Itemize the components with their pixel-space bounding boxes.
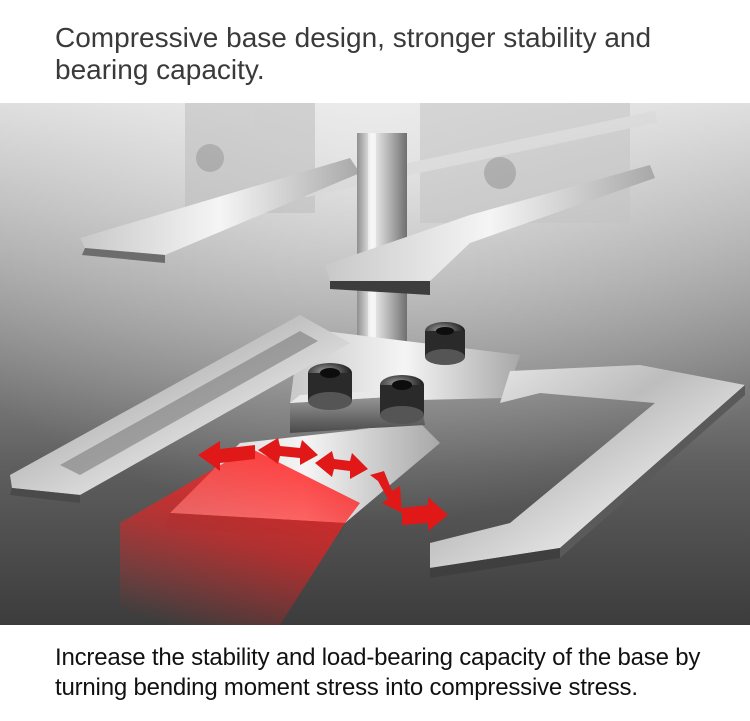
arrow-down-right-icon xyxy=(370,471,402,513)
arrow-left-icon xyxy=(198,441,255,471)
hex-bolt-back-icon xyxy=(425,322,465,365)
bottom-caption: Increase the stability and load-bearing … xyxy=(55,644,701,701)
upper-left-arm xyxy=(80,158,360,255)
arrow-right-icon xyxy=(402,497,448,531)
force-glow xyxy=(120,448,360,625)
base-right-leg xyxy=(430,365,745,568)
arrow-double-icon xyxy=(258,438,318,465)
stress-arrows xyxy=(198,438,448,531)
metal-stand-illustration xyxy=(0,103,750,625)
top-caption-band: Compressive base design, stronger stabil… xyxy=(0,0,750,103)
upper-right-arm xyxy=(325,165,655,281)
hex-bolt-left-icon xyxy=(308,363,352,410)
arrow-center-double-icon xyxy=(315,451,368,479)
top-caption: Compressive base design, stronger stabil… xyxy=(55,22,652,85)
hex-bolt-center-icon xyxy=(380,375,424,424)
product-photo xyxy=(0,103,750,625)
bottom-caption-band: Increase the stability and load-bearing … xyxy=(0,625,750,721)
